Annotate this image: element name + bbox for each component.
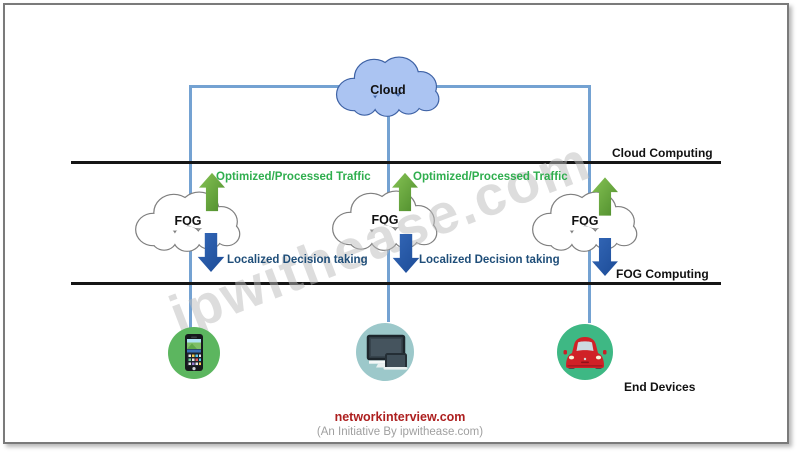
fog-cloud-shape-1 — [135, 191, 241, 252]
computers-icon — [356, 323, 414, 381]
up-arrow-icon — [592, 177, 618, 216]
fog-node-label-1: FOG — [174, 214, 202, 228]
car-icon — [557, 324, 613, 380]
fog-node-label-3: FOG — [571, 214, 599, 228]
cloud-computing-separator-line — [71, 161, 721, 164]
smartphone-icon — [168, 327, 220, 379]
down-arrow-icon — [592, 238, 618, 276]
optimized-traffic-label-1: Optimized/Processed Traffic — [216, 171, 371, 183]
localized-decision-label-2: Localized Decision taking — [419, 254, 560, 266]
down-arrow-icon — [197, 233, 225, 272]
up-arrow-icon — [392, 172, 418, 212]
footer-tagline-text: (An Initiative By ipwithease.com) — [316, 426, 484, 438]
fog-computing-separator-line — [71, 282, 721, 285]
optimized-traffic-label-2: Optimized/Processed Traffic — [413, 171, 568, 183]
localized-decision-label-1: Localized Decision taking — [227, 254, 368, 266]
fog-computing-layer-label: FOG Computing — [616, 267, 709, 281]
down-arrow-icon — [392, 234, 420, 273]
footer-site-text: networkinterview.com — [334, 410, 466, 424]
cloud-node-label: Cloud — [370, 83, 406, 97]
up-arrow-icon — [199, 172, 225, 212]
fog-node-label-2: FOG — [371, 213, 399, 227]
cloud-computing-layer-label: Cloud Computing — [612, 146, 713, 160]
end-devices-layer-label: End Devices — [624, 380, 696, 394]
cloud-shape — [335, 56, 440, 117]
